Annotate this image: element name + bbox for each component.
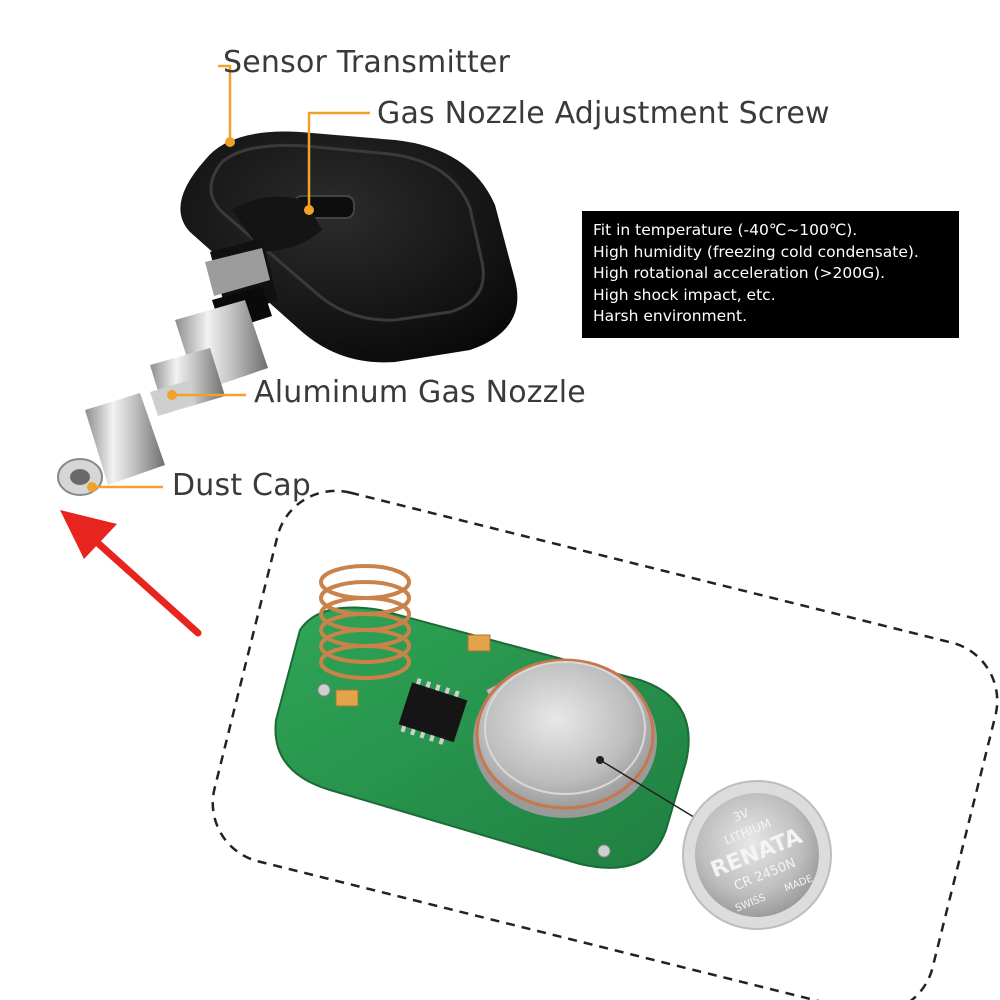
label-dust-cap: Dust Cap: [172, 468, 312, 503]
label-sensor-transmitter: Sensor Transmitter: [223, 45, 511, 80]
valve-stem: [57, 196, 322, 496]
spec-line-temperature: Fit in temperature (-40℃~100℃).: [593, 221, 858, 239]
label-adjustment-screw: Gas Nozzle Adjustment Screw: [377, 96, 830, 131]
coin-cell-battery: [473, 658, 657, 818]
spec-line-humidity: High humidity (freezing cold condensate)…: [593, 242, 919, 261]
label-aluminum-nozzle: Aluminum Gas Nozzle: [254, 375, 586, 410]
zoom-connector: [599, 759, 703, 823]
spec-line-environment: Harsh environment.: [593, 307, 747, 325]
spec-line-shock: High shock impact, etc.: [593, 285, 776, 304]
copper-coil-antenna: [319, 564, 411, 680]
spec-line-acceleration: High rotational acceleration (>200G).: [593, 264, 886, 282]
battery-voltage: 3V: [731, 805, 752, 824]
spec-box: Fit in temperature (-40℃~100℃). High hum…: [582, 211, 959, 338]
pcb-enclosure-outline: [211, 489, 999, 1000]
battery-closeup: 3V LITHIUM RENATA CR 2450N SWISS MADE: [682, 780, 832, 930]
callout-leaders: [87, 64, 370, 492]
red-arrow-icon: [60, 510, 202, 637]
